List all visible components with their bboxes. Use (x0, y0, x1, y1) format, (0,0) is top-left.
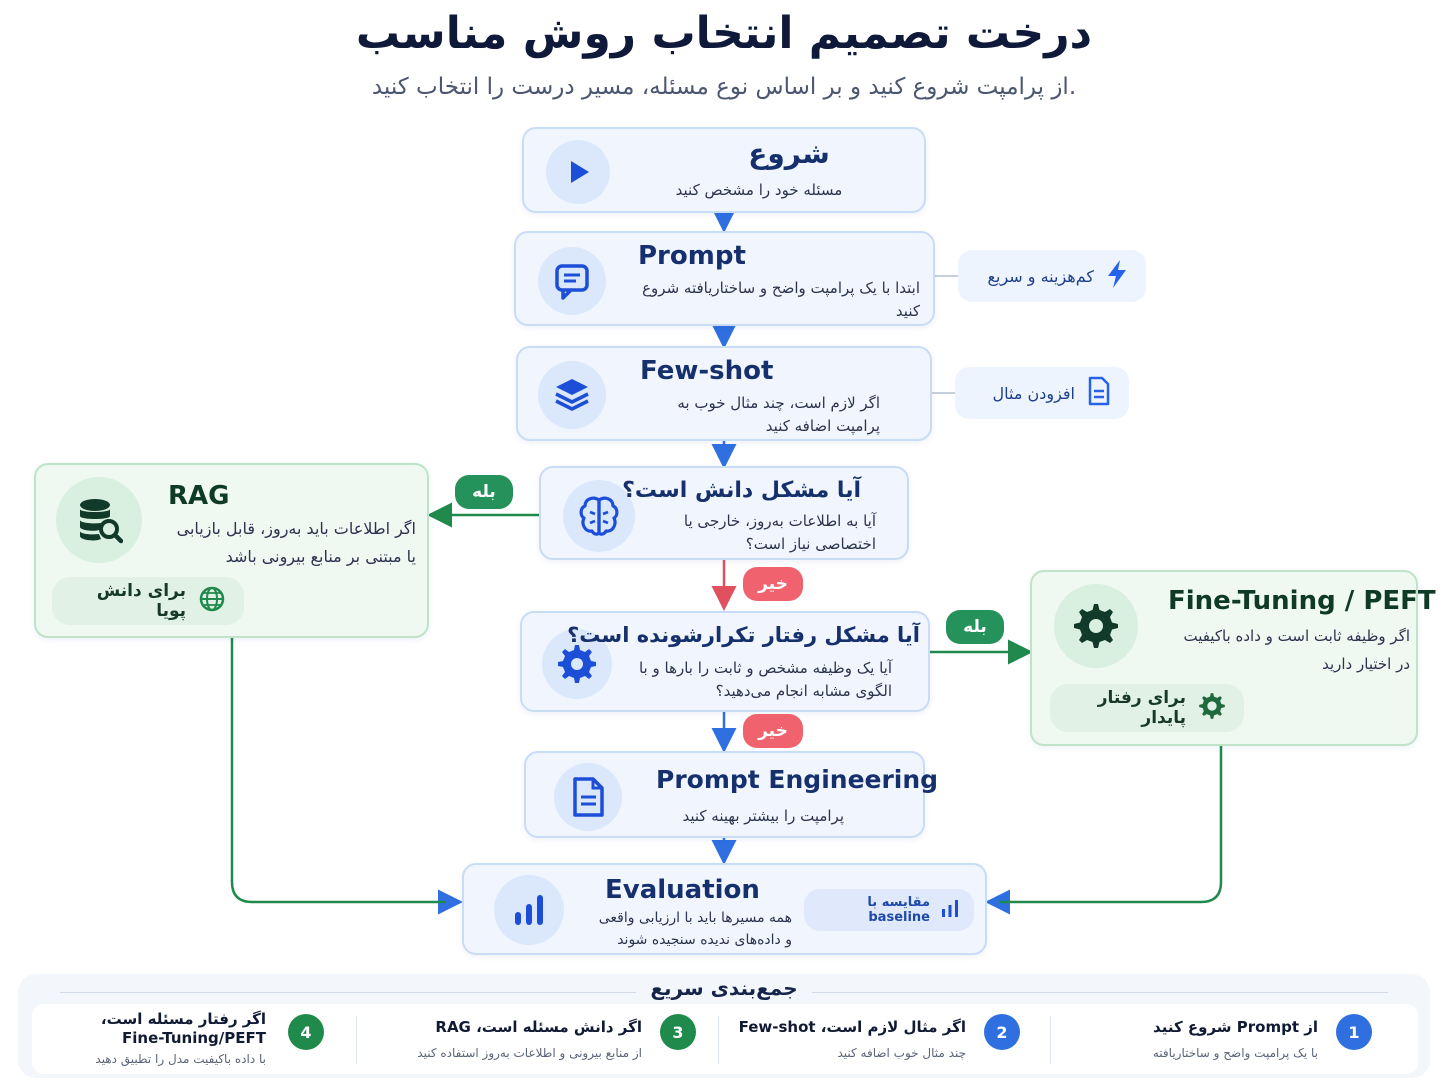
summary-item-3: 3 اگر دانش مسئله است، RAG از منابع بیرون… (372, 1008, 712, 1072)
finetune-tag-label: برای رفتار پایدار (1097, 688, 1186, 728)
summary-item-2-title: اگر مثال لازم است، Few-shot (738, 1018, 966, 1036)
globe-icon (198, 585, 226, 618)
summary-num-2: 2 (984, 1014, 1020, 1050)
finetune-desc: اگر وظیفه ثابت است و داده باکیفیت در اخت… (1183, 627, 1410, 673)
summary-heading: جمع‌بندی سریع (650, 976, 798, 1000)
summary-inner (32, 1004, 1418, 1074)
start-node: شروع مسئله خود را مشخص کنید (522, 127, 926, 213)
summary-item-2: 2 اگر مثال لازم است، Few-shot چند مثال خ… (730, 1008, 1050, 1072)
behavior-question: آیا مشکل رفتار تکرارشونده است؟ (567, 623, 920, 647)
prompt-node: Prompt ابتدا با یک پرامپت واضح و ساختاری… (514, 231, 935, 326)
prompt-desc: ابتدا با یک پرامپت واضح و ساختاریافته شر… (642, 279, 920, 320)
side-note-example: افزودن مثال (955, 367, 1129, 419)
rag-tag: برای دانش پویا (52, 577, 244, 625)
finetune-node: Fine-Tuning / PEFT اگر وظیفه ثابت است و … (1030, 570, 1436, 746)
knowledge-decision-node: آیا مشکل دانش است؟ آیا به اطلاعات به‌روز… (539, 466, 909, 560)
side-note-cheap-label: کم‌هزینه و سریع (987, 266, 1095, 286)
side-note-cheap: کم‌هزینه و سریع (958, 250, 1146, 302)
summary-divider-right (812, 992, 1388, 993)
summary-separator (356, 1016, 357, 1064)
summary-item-1-title: از Prompt شروع کنید (1153, 1018, 1318, 1036)
evaluation-node: Evaluation همه مسیرها باید با ارزیابی وا… (462, 863, 987, 955)
start-title: شروع (748, 137, 830, 170)
summary-item-1-desc: با یک پرامپت واضح و ساختاریافته (1152, 1046, 1318, 1060)
file-icon (1087, 376, 1111, 410)
fewshot-desc: اگر لازم است، چند مثال خوب به پرامپت اضا… (677, 394, 880, 435)
bar-chart-icon (494, 875, 564, 945)
summary-divider-left (60, 992, 636, 993)
prompt-engineering-node: Prompt Engineering پرامپت را بیشتر بهینه… (524, 751, 938, 838)
document-icon (554, 763, 622, 831)
lightning-icon (1106, 259, 1128, 293)
chat-icon (538, 247, 606, 315)
wire-rag-to-eval (230, 638, 446, 904)
side-note-example-label: افزودن مثال (992, 383, 1075, 403)
summary-item-3-desc: از منابع بیرونی و اطلاعات به‌روز استفاده… (417, 1046, 642, 1060)
summary-num-1: 1 (1336, 1014, 1372, 1050)
summary-separator (718, 1016, 719, 1064)
evaluation-desc: همه مسیرها باید با ارزیابی واقعی و داده‌… (598, 910, 792, 948)
prompt-title: Prompt (638, 241, 746, 271)
summary-num-3: 3 (660, 1014, 696, 1050)
fewshot-node: Few-shot اگر لازم است، چند مثال خوب به پ… (516, 346, 932, 441)
finetune-title: Fine-Tuning / PEFT (1168, 586, 1436, 616)
knowledge-desc: آیا به اطلاعات به‌روز، خارجی یا اختصاصی … (683, 512, 876, 553)
database-search-icon (56, 477, 142, 563)
knowledge-no-label: خیر (743, 567, 803, 601)
summary-item-3-title: اگر دانش مسئله است، RAG (435, 1018, 642, 1036)
behavior-yes-label: بله (946, 610, 1004, 644)
gear-small-icon (1198, 692, 1226, 725)
finetune-tag: برای رفتار پایدار (1050, 684, 1244, 732)
summary-item-4-title: اگر رفتار مسئله است، Fine-Tuning/PEFT (100, 1010, 266, 1047)
summary-separator (1050, 1016, 1051, 1064)
wire-ft-to-eval (1000, 746, 1223, 904)
baseline-tag-label: مقایسه با baseline (867, 895, 930, 925)
brain-icon (563, 480, 635, 552)
knowledge-yes-label: بله (455, 475, 513, 509)
summary-item-4: 4 اگر رفتار مسئله است، Fine-Tuning/PEFT … (60, 1008, 340, 1072)
gear-icon (1054, 584, 1138, 668)
baseline-tag: مقایسه با baseline (804, 889, 974, 931)
prompt-engineering-desc: پرامپت را بیشتر بهینه کنید (682, 807, 844, 825)
rag-title: RAG (168, 481, 230, 511)
prompt-engineering-title: Prompt Engineering (656, 765, 939, 794)
play-icon (546, 140, 610, 204)
gray-links (932, 275, 958, 394)
fewshot-title: Few-shot (640, 356, 774, 386)
rag-node: RAG اگر اطلاعات باید به‌روز، قابل بازیاب… (34, 463, 429, 638)
behavior-decision-node: آیا مشکل رفتار تکرارشونده است؟ آیا یک وظ… (520, 611, 930, 712)
evaluation-title: Evaluation (605, 875, 760, 905)
page-subtitle: از پرامپت شروع کنید و بر اساس نوع مسئله،… (371, 74, 1077, 100)
bar-chart-small-icon (940, 898, 960, 922)
knowledge-question: آیا مشکل دانش است؟ (622, 478, 861, 503)
summary-item-2-desc: چند مثال خوب اضافه کنید (837, 1046, 966, 1060)
rag-desc: اگر اطلاعات باید به‌روز، قابل بازیابی یا… (176, 519, 416, 566)
summary-num-4: 4 (288, 1014, 324, 1050)
rag-tag-label: برای دانش پویا (96, 581, 186, 621)
summary-item-1: 1 از Prompt شروع کنید با یک پرامپت واضح … (1060, 1008, 1410, 1072)
behavior-no-label: خیر (743, 714, 803, 748)
page-title: درخت تصمیم انتخاب روش مناسب (355, 8, 1093, 59)
behavior-desc: آیا یک وظیفه مشخص و ثابت را بارها و با ا… (638, 659, 892, 700)
layers-icon (538, 361, 606, 429)
summary-item-4-desc: با داده باکیفیت مدل را تطبیق دهید (95, 1052, 266, 1066)
gear-icon (542, 629, 612, 699)
start-desc: مسئله خود را مشخص کنید (675, 181, 843, 199)
